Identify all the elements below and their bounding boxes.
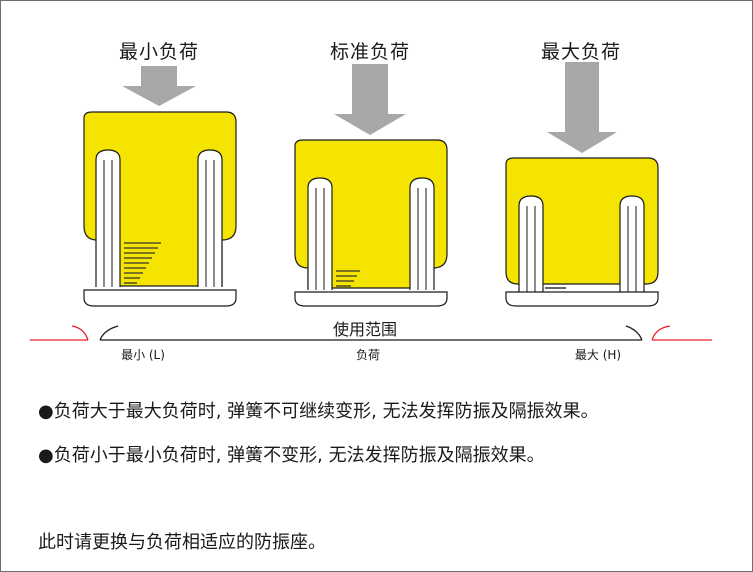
usage-range-label: 使用范围 xyxy=(333,320,398,339)
min-load-title: 最小负荷 xyxy=(118,41,200,63)
mount-max xyxy=(505,157,659,307)
standard-load-title: 标准负荷 xyxy=(329,41,411,63)
note-over-max: ●负荷大于最大负荷时, 弹簧不可继续变形, 无法发挥防振及隔振效果。 xyxy=(38,401,599,422)
max-load-title: 最大负荷 xyxy=(540,41,622,63)
standard-load-arrow xyxy=(334,64,406,135)
note-replace: 此时请更换与负荷相适应的防振座。 xyxy=(38,532,326,553)
min-load-arrow xyxy=(122,66,196,106)
load-range-label: 负荷 xyxy=(355,348,381,362)
note-under-min: ●负荷小于最小负荷时, 弹簧不变形, 无法发挥防振及隔振效果。 xyxy=(38,445,545,466)
max-range-label: 最大 (H) xyxy=(574,348,622,362)
min-range-label: 最小 (L) xyxy=(121,348,165,362)
max-load-arrow xyxy=(547,62,617,153)
usage-range-line xyxy=(30,325,712,341)
mount-standard xyxy=(294,139,448,307)
mount-min xyxy=(83,111,237,307)
